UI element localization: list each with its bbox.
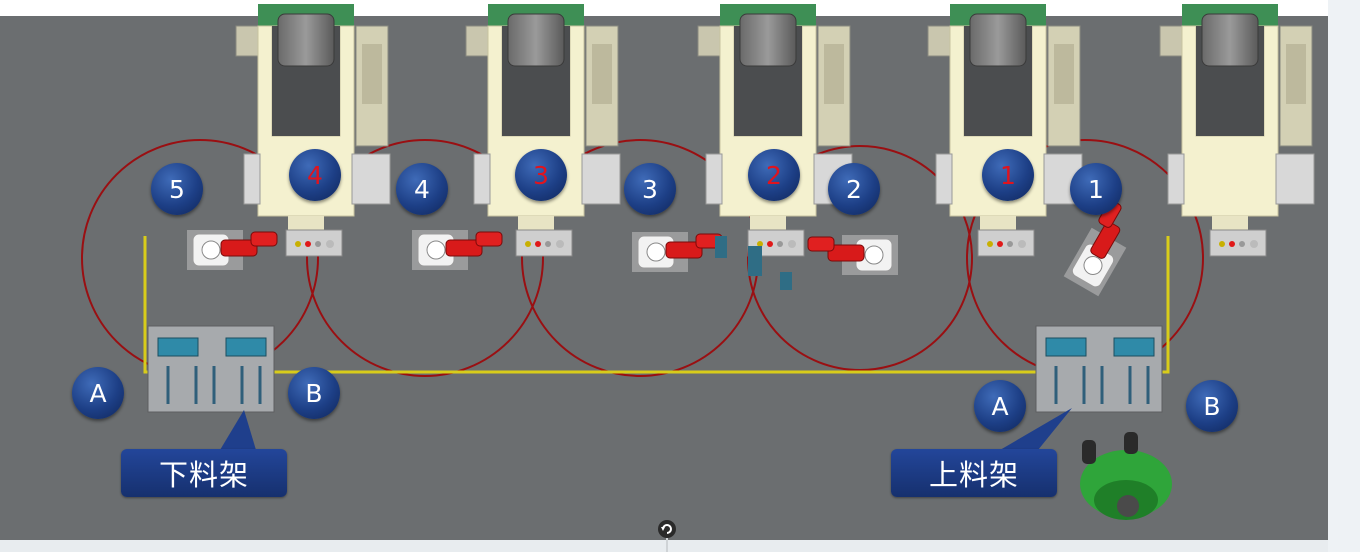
callout-pointer	[1000, 408, 1072, 450]
rack-side-badge: B	[288, 367, 340, 419]
machine-tool	[697, 3, 853, 257]
station-badge: 4	[289, 149, 341, 201]
unload-rack-callout: 下料架	[121, 449, 287, 497]
station-badge: 3	[515, 149, 567, 201]
reach-circle-4	[306, 139, 544, 377]
unload-rack	[146, 324, 276, 414]
callout-pointer	[220, 410, 256, 450]
station-badge: 1	[982, 149, 1034, 201]
machine-tool	[1159, 3, 1315, 257]
load-rack-callout: 上料架	[891, 449, 1057, 497]
rack-side-badge: A	[974, 380, 1026, 432]
machine-tool	[927, 3, 1083, 257]
machine-tool	[465, 3, 621, 257]
canvas-margin	[1328, 0, 1360, 552]
station-badge: 2	[748, 149, 800, 201]
rack-side-badge: A	[72, 367, 124, 419]
machine-tool	[235, 3, 391, 257]
robot-arm	[411, 229, 503, 271]
load-rack	[1034, 324, 1164, 414]
floor-edge	[0, 540, 1328, 552]
robot-arm	[631, 231, 723, 273]
robot-badge: 5	[151, 163, 203, 215]
operator-figure	[1080, 432, 1172, 520]
gripper-tooling	[715, 236, 792, 290]
rotate-icon[interactable]	[656, 518, 678, 552]
robot-arm	[186, 229, 278, 271]
robot-arm	[807, 234, 899, 276]
robot-badge: 3	[624, 163, 676, 215]
rack-side-badge: B	[1186, 380, 1238, 432]
robot-badge: 2	[828, 163, 880, 215]
robot-badge: 4	[396, 163, 448, 215]
safety-fence	[143, 236, 1170, 374]
robot-badge: 1	[1070, 163, 1122, 215]
robot-reach-circles	[81, 139, 1204, 377]
